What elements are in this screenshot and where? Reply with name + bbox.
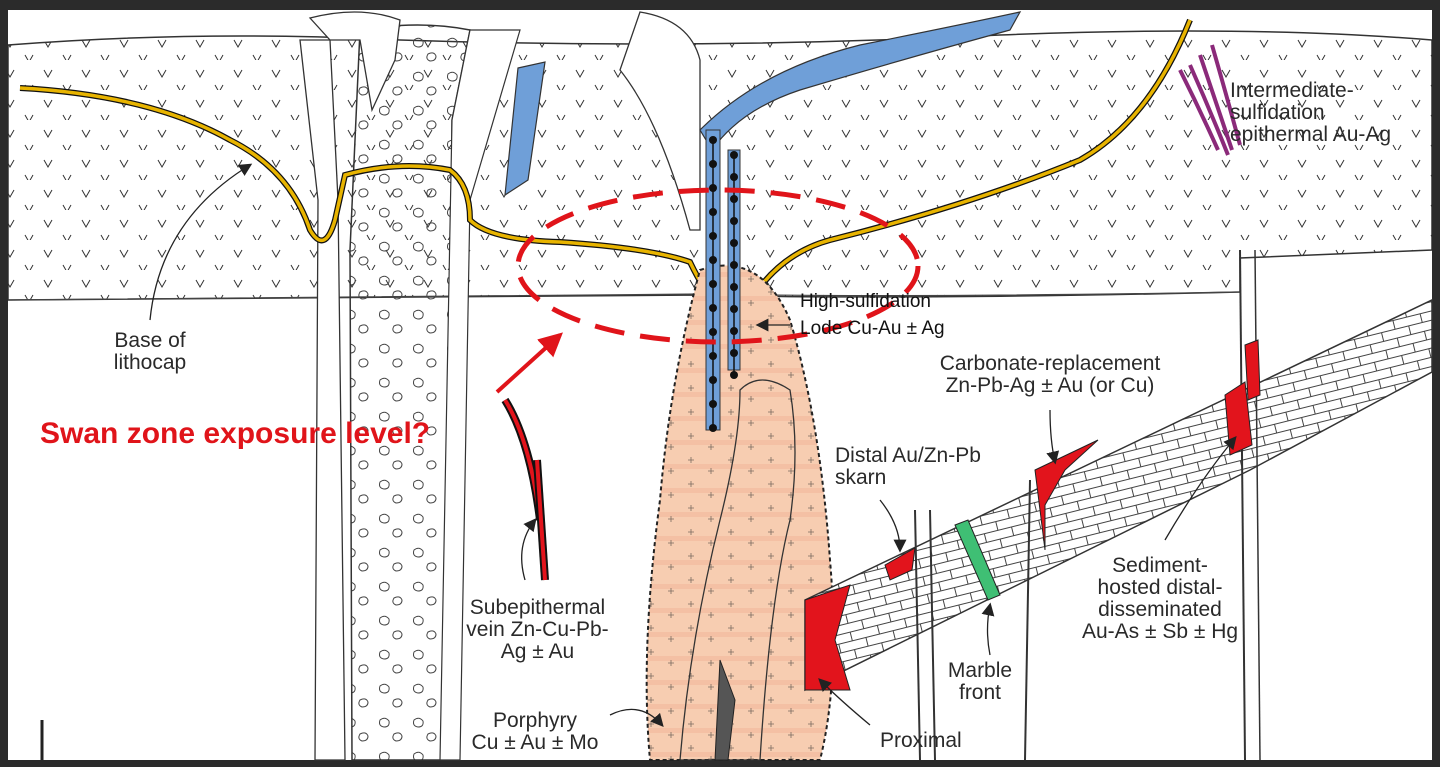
- label-marble-front: Marble front: [935, 660, 1025, 704]
- vein-dot: [730, 305, 738, 313]
- label-subepithermal: Subepithermal vein Zn-Cu-Pb- Ag ± Au: [450, 597, 625, 663]
- vein-dot: [709, 352, 717, 360]
- vein-dot: [730, 371, 738, 379]
- vein-dot: [709, 304, 717, 312]
- label-sediment-hosted: Sediment- hosted distal- disseminated Au…: [1055, 555, 1265, 643]
- vein-dot: [709, 160, 717, 168]
- label-high-sulfidation: High-sulfidation: [800, 288, 931, 315]
- frame-left: [0, 0, 8, 767]
- vein-dot: [709, 184, 717, 192]
- frame-top: [0, 0, 1440, 10]
- vein-dot: [709, 328, 717, 336]
- frame-right: [1432, 0, 1440, 767]
- label-porphyry: Porphyry Cu ± Au ± Mo: [470, 710, 600, 754]
- vein-dot: [730, 195, 738, 203]
- vein-dot: [709, 136, 717, 144]
- vein-dot: [709, 232, 717, 240]
- vein-dot: [730, 349, 738, 357]
- label-carbonate-replacement: Carbonate-replacement Zn-Pb-Ag ± Au (or …: [905, 353, 1195, 397]
- vein-dot: [730, 239, 738, 247]
- vein-dot: [730, 327, 738, 335]
- label-proximal: Proximal: [880, 730, 962, 752]
- sediment-hosted-body-2: [1245, 340, 1260, 400]
- vein-dot: [709, 376, 717, 384]
- vein-dot: [730, 283, 738, 291]
- vein-dot: [730, 151, 738, 159]
- vein-dot: [709, 400, 717, 408]
- label-swan-zone: Swan zone exposure level?: [40, 418, 430, 450]
- frame-bottom: [0, 760, 1440, 767]
- label-base-of-lithocap: Base of lithocap: [85, 330, 215, 374]
- vein-dot: [709, 424, 717, 432]
- label-high-sulfidation-sub: Lode Cu-Au ± Ag: [800, 315, 945, 342]
- vein-dot: [709, 208, 717, 216]
- vein-dot: [730, 217, 738, 225]
- vein-dot: [730, 173, 738, 181]
- label-intermediate-sulfidation: Intermediate- sulfidation epithermal Au-…: [1230, 80, 1391, 146]
- vein-dot: [709, 280, 717, 288]
- vein-dot: [709, 256, 717, 264]
- label-distal-skarn: Distal Au/Zn-Pb skarn: [835, 445, 981, 489]
- vein-dot: [730, 261, 738, 269]
